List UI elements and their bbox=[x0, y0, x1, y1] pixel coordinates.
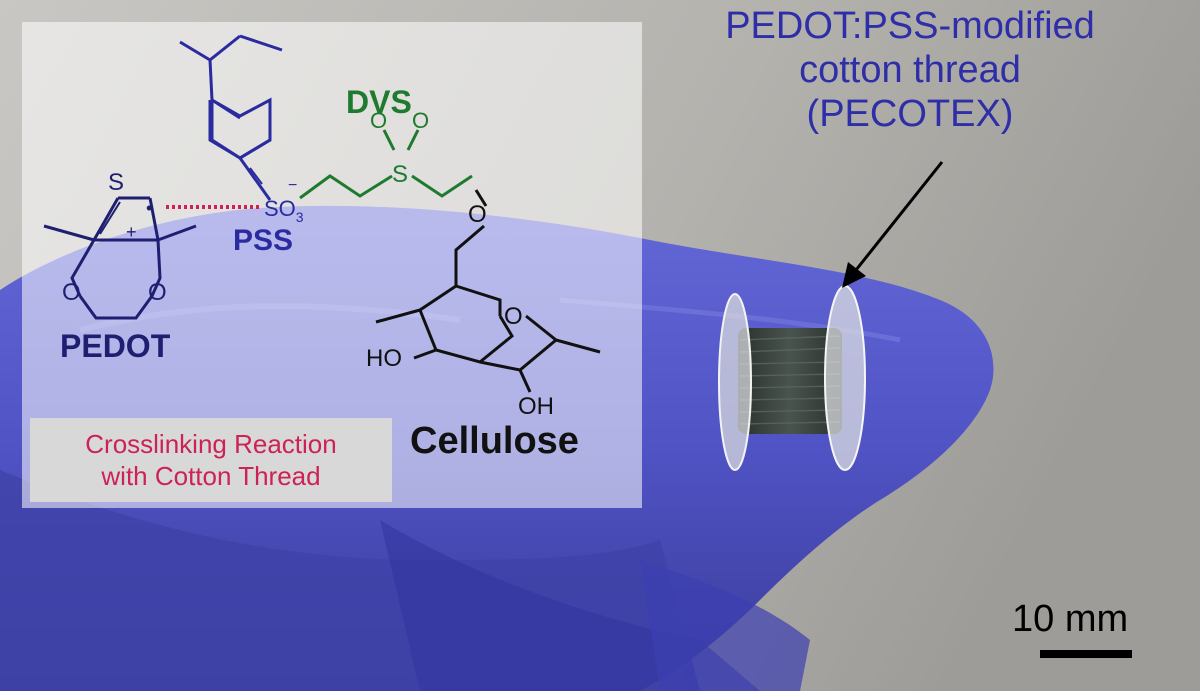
pedot-oxygen-left: O bbox=[62, 279, 81, 306]
cellulose-structure bbox=[375, 189, 601, 393]
pss-sulfonate-charge: − bbox=[288, 177, 297, 194]
pecotex-line-2: cotton thread bbox=[799, 49, 1021, 91]
cellulose-label: Cellulose bbox=[410, 420, 579, 462]
pecotex-line-3: (PECOTEX) bbox=[806, 93, 1014, 135]
spool-flange-left bbox=[718, 293, 752, 471]
thread-winding bbox=[738, 328, 842, 434]
scale-bar-line bbox=[1040, 650, 1132, 658]
pecotex-annotation: PEDOT:PSS-modified cotton thread (PECOTE… bbox=[640, 4, 1180, 136]
dvs-oxygen-right: O bbox=[412, 108, 429, 133]
crosslinking-line-2: with Cotton Thread bbox=[101, 461, 321, 491]
cellulose-ether-oxygen: O bbox=[468, 201, 487, 228]
cellulose-hydroxyl-bottom: OH bbox=[518, 393, 554, 420]
crosslinking-caption: Crosslinking Reaction with Cotton Thread bbox=[30, 418, 392, 502]
crosslinking-line-1: Crosslinking Reaction bbox=[85, 429, 337, 459]
pss-label: PSS bbox=[233, 224, 294, 257]
pedot-sulfur-atom: S bbox=[108, 169, 124, 196]
cellulose-ring-oxygen: O bbox=[504, 303, 523, 330]
dvs-label: DVS bbox=[346, 84, 412, 120]
pedot-radical: • bbox=[146, 198, 152, 218]
dvs-oxygen-left: O bbox=[370, 108, 387, 133]
pecotex-line-1: PEDOT:PSS-modified bbox=[725, 5, 1095, 47]
pedot-cation: + bbox=[126, 222, 137, 242]
spool-flange-right bbox=[824, 285, 866, 471]
pedot-structure bbox=[43, 196, 197, 320]
annotation-arrow bbox=[842, 161, 944, 288]
pedot-oxygen-right: O bbox=[148, 279, 167, 306]
pedot-label: PEDOT bbox=[60, 328, 171, 364]
dvs-sulfur-atom: S bbox=[392, 161, 408, 188]
dvs-structure bbox=[299, 129, 473, 200]
cellulose-hydroxyl-left: HO bbox=[366, 345, 402, 372]
pss-structure bbox=[179, 34, 283, 201]
scale-bar-label: 10 mm bbox=[1012, 598, 1129, 640]
pss-sulfonate: SO3 bbox=[264, 196, 304, 225]
thread-spool bbox=[718, 285, 866, 471]
